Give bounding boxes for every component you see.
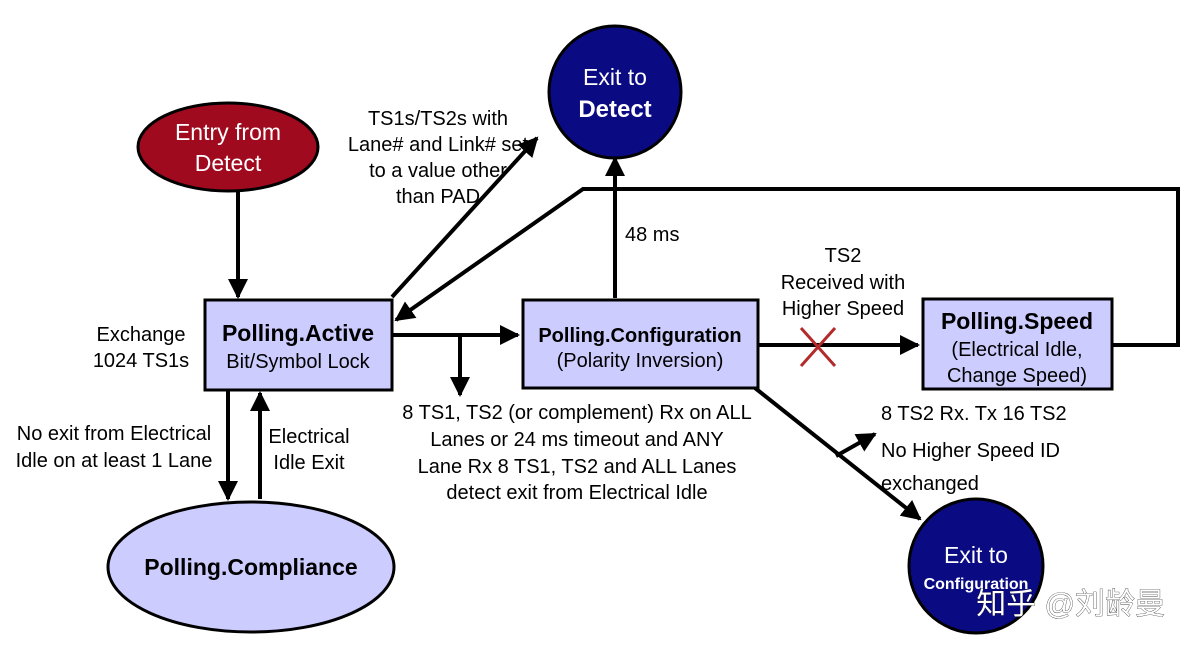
entry-line2: Detect [195, 150, 262, 176]
watermark-text: 知乎 @刘龄曼 [976, 588, 1165, 621]
polling-configuration-state: Polling.Configuration (Polarity Inversio… [521, 298, 760, 390]
polling-active-state: Polling.Active Bit/Symbol Lock [203, 298, 394, 392]
svg-text:8 TS1, TS2 (or complement) Rx: 8 TS1, TS2 (or complement) Rx on ALL [402, 402, 751, 424]
exit-config-line2: Configuration [924, 576, 1029, 593]
svg-text:exchanged: exchanged [881, 473, 979, 495]
svg-text:than PAD: than PAD [396, 186, 480, 208]
svg-text:Idle on at least 1 Lane: Idle on at least 1 Lane [16, 450, 213, 472]
svg-text:Higher Speed: Higher Speed [782, 298, 904, 320]
svg-text:No exit from Electrical: No exit from Electrical [17, 423, 212, 445]
svg-text:Lanes or 24 ms timeout and ANY: Lanes or 24 ms timeout and ANY [430, 429, 724, 451]
svg-text:to a value other: to a value other [369, 160, 507, 182]
active-subtitle: Bit/Symbol Lock [226, 351, 370, 373]
svg-text:Lane# and Link# set: Lane# and Link# set [348, 134, 529, 156]
polling-speed-state: Polling.Speed (Electrical Idle, Change S… [921, 297, 1114, 391]
svg-text:Received with: Received with [781, 272, 906, 294]
label-exchange: Exchange 1024 TS1s [93, 324, 189, 372]
label-condition: 8 TS1, TS2 (or complement) Rx on ALL Lan… [402, 402, 751, 504]
svg-text:8 TS2 Rx. Tx 16 TS2: 8 TS2 Rx. Tx 16 TS2 [881, 403, 1067, 425]
polling-compliance-state: Polling.Compliance [106, 500, 396, 634]
connectors [218, 136, 1180, 521]
configuration-title: Polling.Configuration [538, 325, 741, 347]
svg-text:TS1s/TS2s with: TS1s/TS2s with [368, 108, 508, 130]
label-ts2-higher-speed: TS2 Received with Higher Speed [781, 245, 906, 320]
entry-line1: Entry from [175, 119, 281, 145]
label-ts1s-ts2s: TS1s/TS2s with Lane# and Link# set to a … [348, 108, 529, 208]
compliance-title: Polling.Compliance [144, 554, 357, 580]
arrow-annotation-ts2 [835, 432, 877, 458]
label-idle-exit: Electrical Idle Exit [268, 426, 349, 474]
configuration-subtitle: (Polarity Inversion) [557, 350, 724, 372]
exit-configuration-node: Exit to Configuration [907, 497, 1045, 635]
svg-text:detect exit from Electrical Id: detect exit from Electrical Idle [446, 482, 707, 504]
svg-text:Electrical: Electrical [268, 426, 349, 448]
label-no-exit: No exit from Electrical Idle on at least… [16, 423, 213, 472]
exit-detect-node: Exit to Detect [547, 24, 683, 160]
svg-text:1024 TS1s: 1024 TS1s [93, 350, 189, 372]
label-48ms: 48 ms [625, 224, 679, 246]
active-title: Polling.Active [222, 320, 374, 346]
svg-text:TS2: TS2 [825, 245, 862, 267]
speed-line2: (Electrical Idle, [951, 339, 1082, 361]
svg-text:Idle Exit: Idle Exit [273, 452, 345, 474]
exit-detect-line1: Exit to [583, 64, 647, 90]
arrow-active-to-exit-detect [390, 136, 539, 299]
entry-node: Entry from Detect [136, 101, 320, 193]
speed-line3: Change Speed) [947, 365, 1087, 387]
svg-text:Exchange: Exchange [97, 324, 186, 346]
label-ts2-rx: 8 TS2 Rx. Tx 16 TS2 No Higher Speed ID e… [881, 403, 1067, 495]
svg-text:No Higher Speed ID: No Higher Speed ID [881, 440, 1060, 462]
blocked-cross [799, 326, 837, 368]
arrow-speed-to-active [394, 187, 1180, 347]
exit-detect-line2: Detect [578, 96, 651, 123]
exit-config-line1: Exit to [944, 542, 1008, 568]
svg-text:Lane Rx 8 TS1, TS2 and ALL Lan: Lane Rx 8 TS1, TS2 and ALL Lanes [418, 456, 737, 478]
speed-title: Polling.Speed [941, 308, 1093, 334]
